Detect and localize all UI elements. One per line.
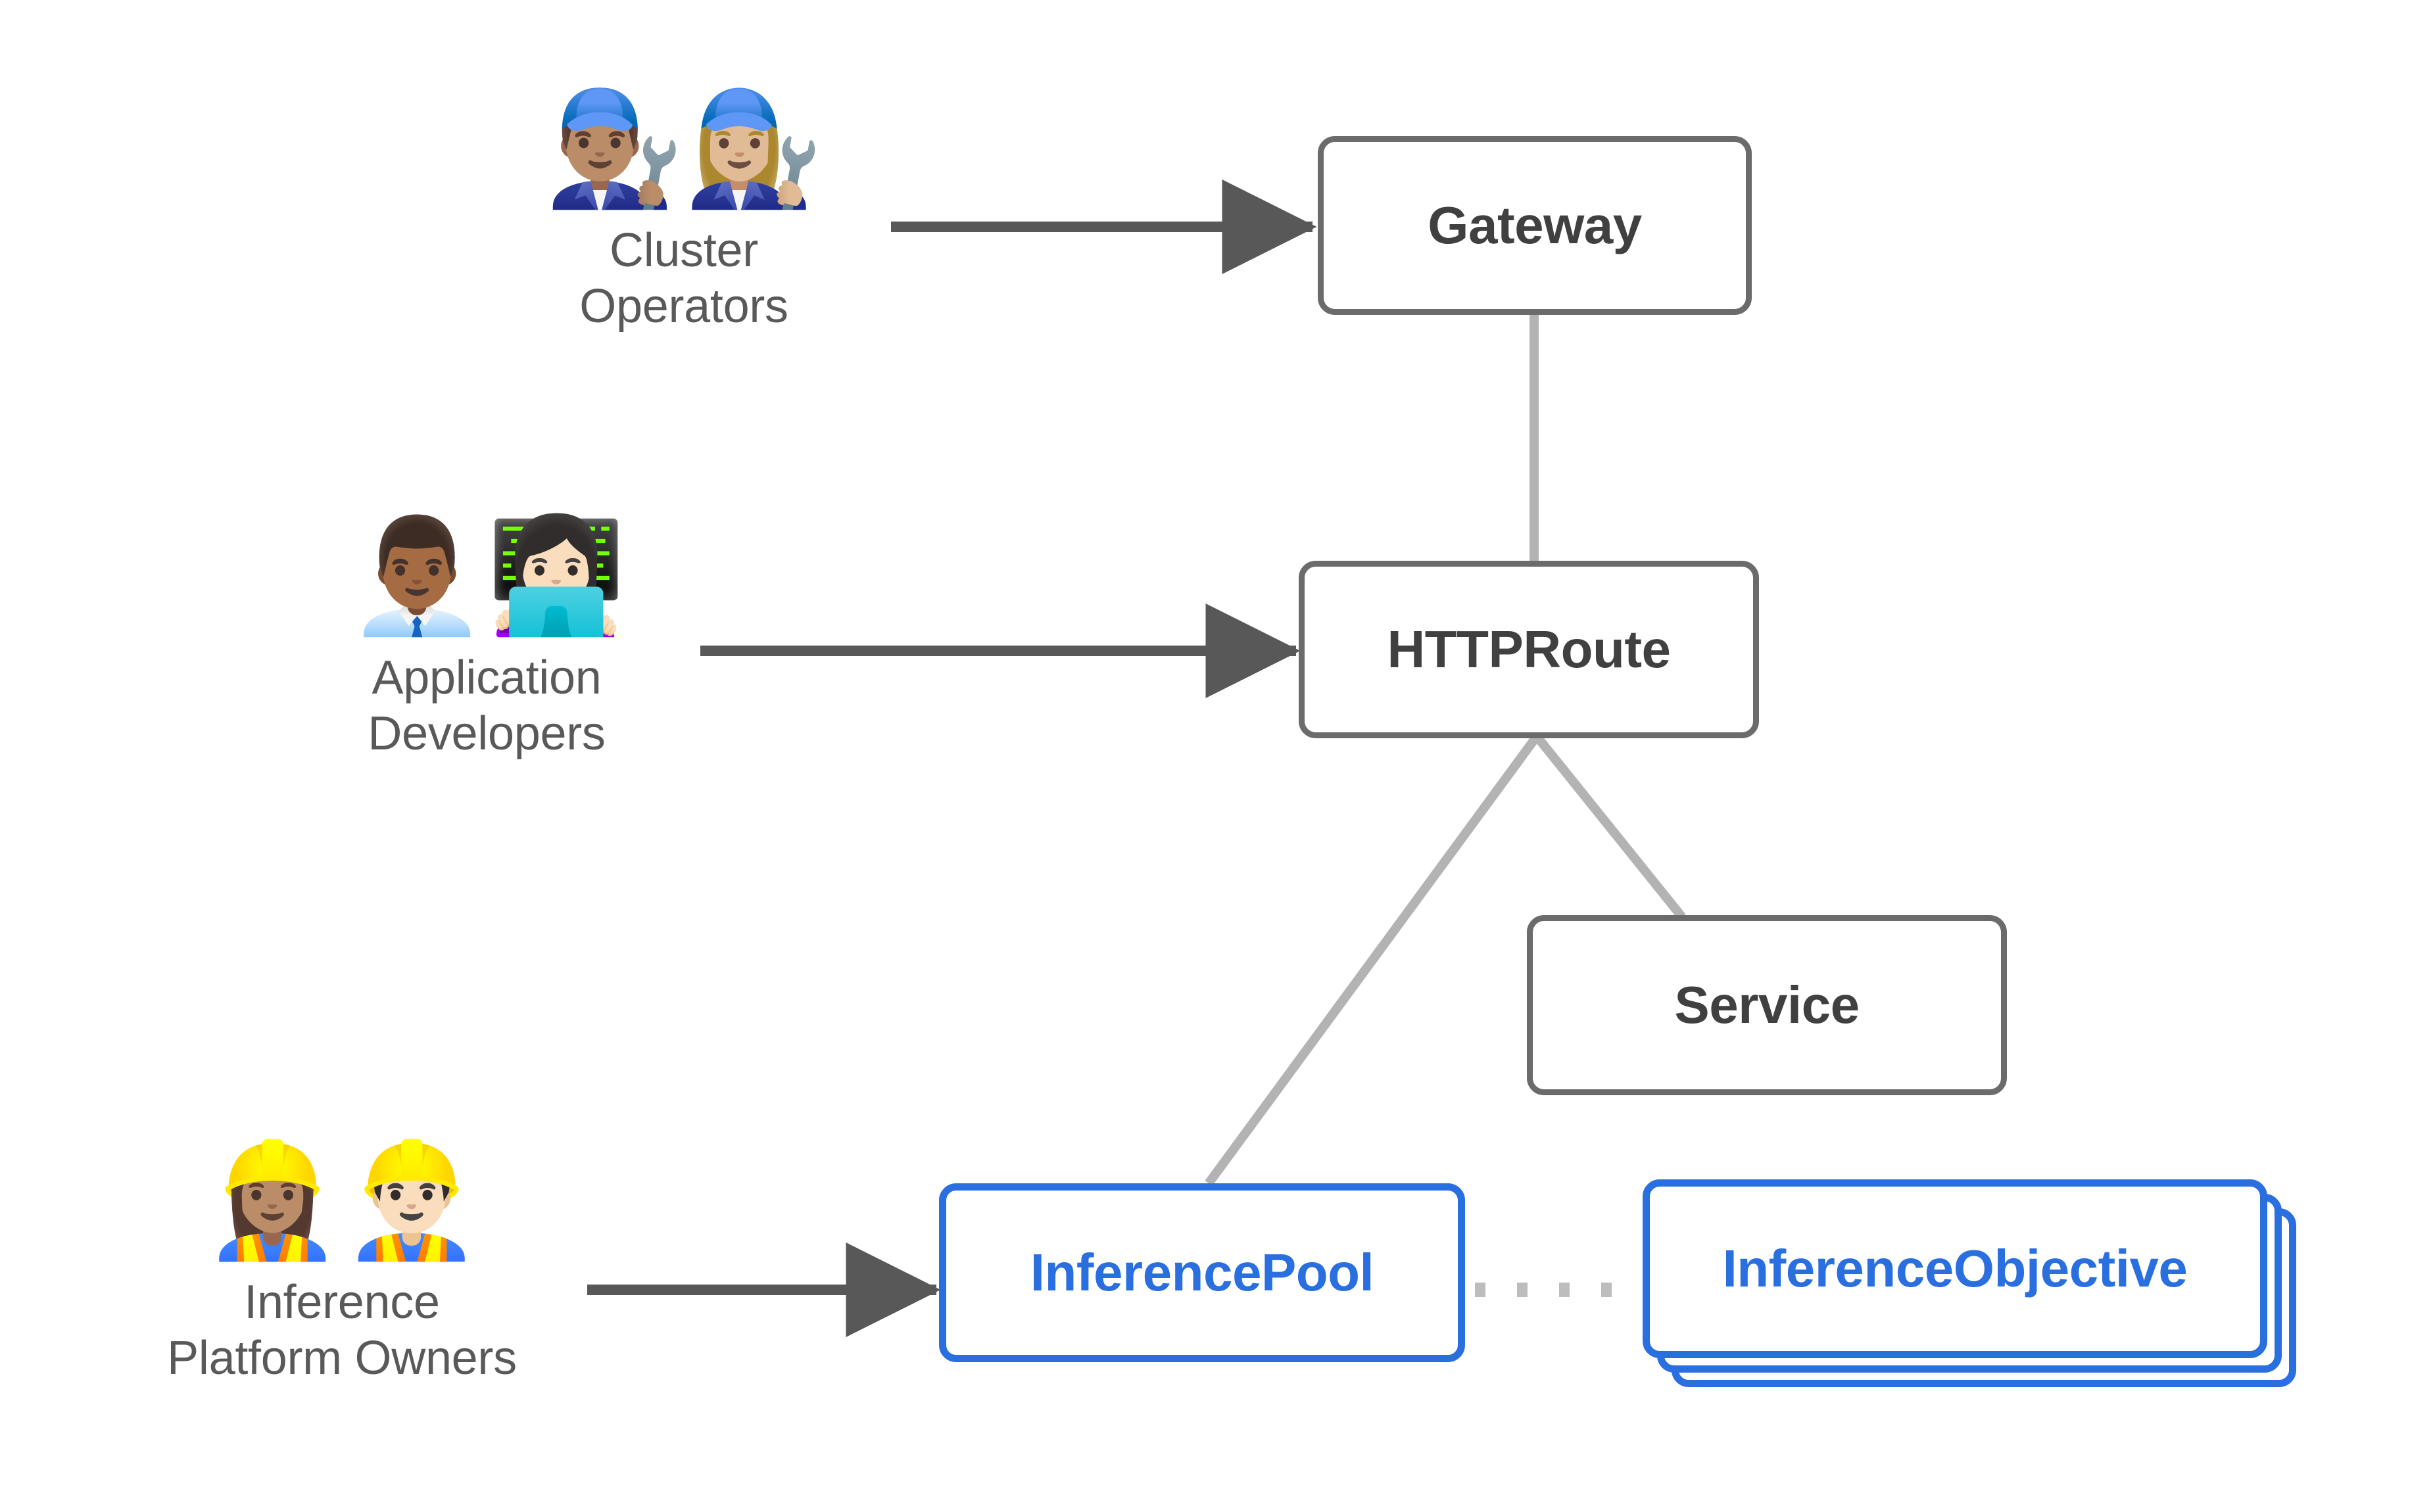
node-inferenceobjective[interactable]: InferenceObjective (1643, 1179, 2267, 1358)
link-httproute-to-service (1533, 733, 1686, 920)
node-inferencepool[interactable]: InferencePool (939, 1183, 1465, 1362)
node-gateway[interactable]: Gateway (1318, 136, 1752, 315)
node-inferencepool-label: InferencePool (1030, 1243, 1374, 1302)
woman-construction-worker-icon: 👷🏽‍♀️ (203, 1135, 342, 1265)
persona-label-application-developers: Application Developers (368, 651, 606, 761)
persona-application-developers: 👨🏾‍💼 👩🏻‍💻 Application Developers (302, 519, 671, 762)
node-httproute-label: HTTPRoute (1387, 620, 1671, 678)
persona-cluster-operators: 👨🏽‍🔧 👩🏼‍🔧 Cluster Operators (500, 83, 868, 335)
node-service-label: Service (1674, 976, 1860, 1034)
man-construction-worker-icon: 👷🏻‍♂️ (342, 1135, 481, 1265)
persona-label-inference-platform-owners: Inference Platform Owners (167, 1276, 517, 1385)
woman-mechanic-icon: 👩🏼‍🔧 (684, 83, 823, 214)
persona-inference-platform-owners: 👷🏽‍♀️ 👷🏻‍♂️ Inference Platform Owners (125, 1135, 559, 1386)
node-service[interactable]: Service (1527, 915, 2007, 1095)
node-gateway-label: Gateway (1428, 196, 1642, 254)
persona-emoji-group: 👨🏾‍💼 👩🏻‍💻 (347, 519, 625, 633)
persona-emoji-group: 👷🏽‍♀️ 👷🏻‍♂️ (203, 1135, 481, 1265)
woman-technologist-icon: 👩🏻‍💻 (487, 511, 626, 641)
persona-emoji-group: 👨🏽‍🔧 👩🏼‍🔧 (544, 83, 823, 214)
node-httproute[interactable]: HTTPRoute (1299, 561, 1759, 738)
man-mechanic-icon: 👨🏽‍🔧 (544, 83, 684, 214)
node-inferenceobjective-label: InferenceObjective (1722, 1239, 2188, 1298)
man-office-worker-icon: 👨🏾‍💼 (347, 511, 487, 641)
persona-label-cluster-operators: Cluster Operators (579, 224, 788, 333)
link-httproute-to-inferencepool (1205, 733, 1541, 1187)
